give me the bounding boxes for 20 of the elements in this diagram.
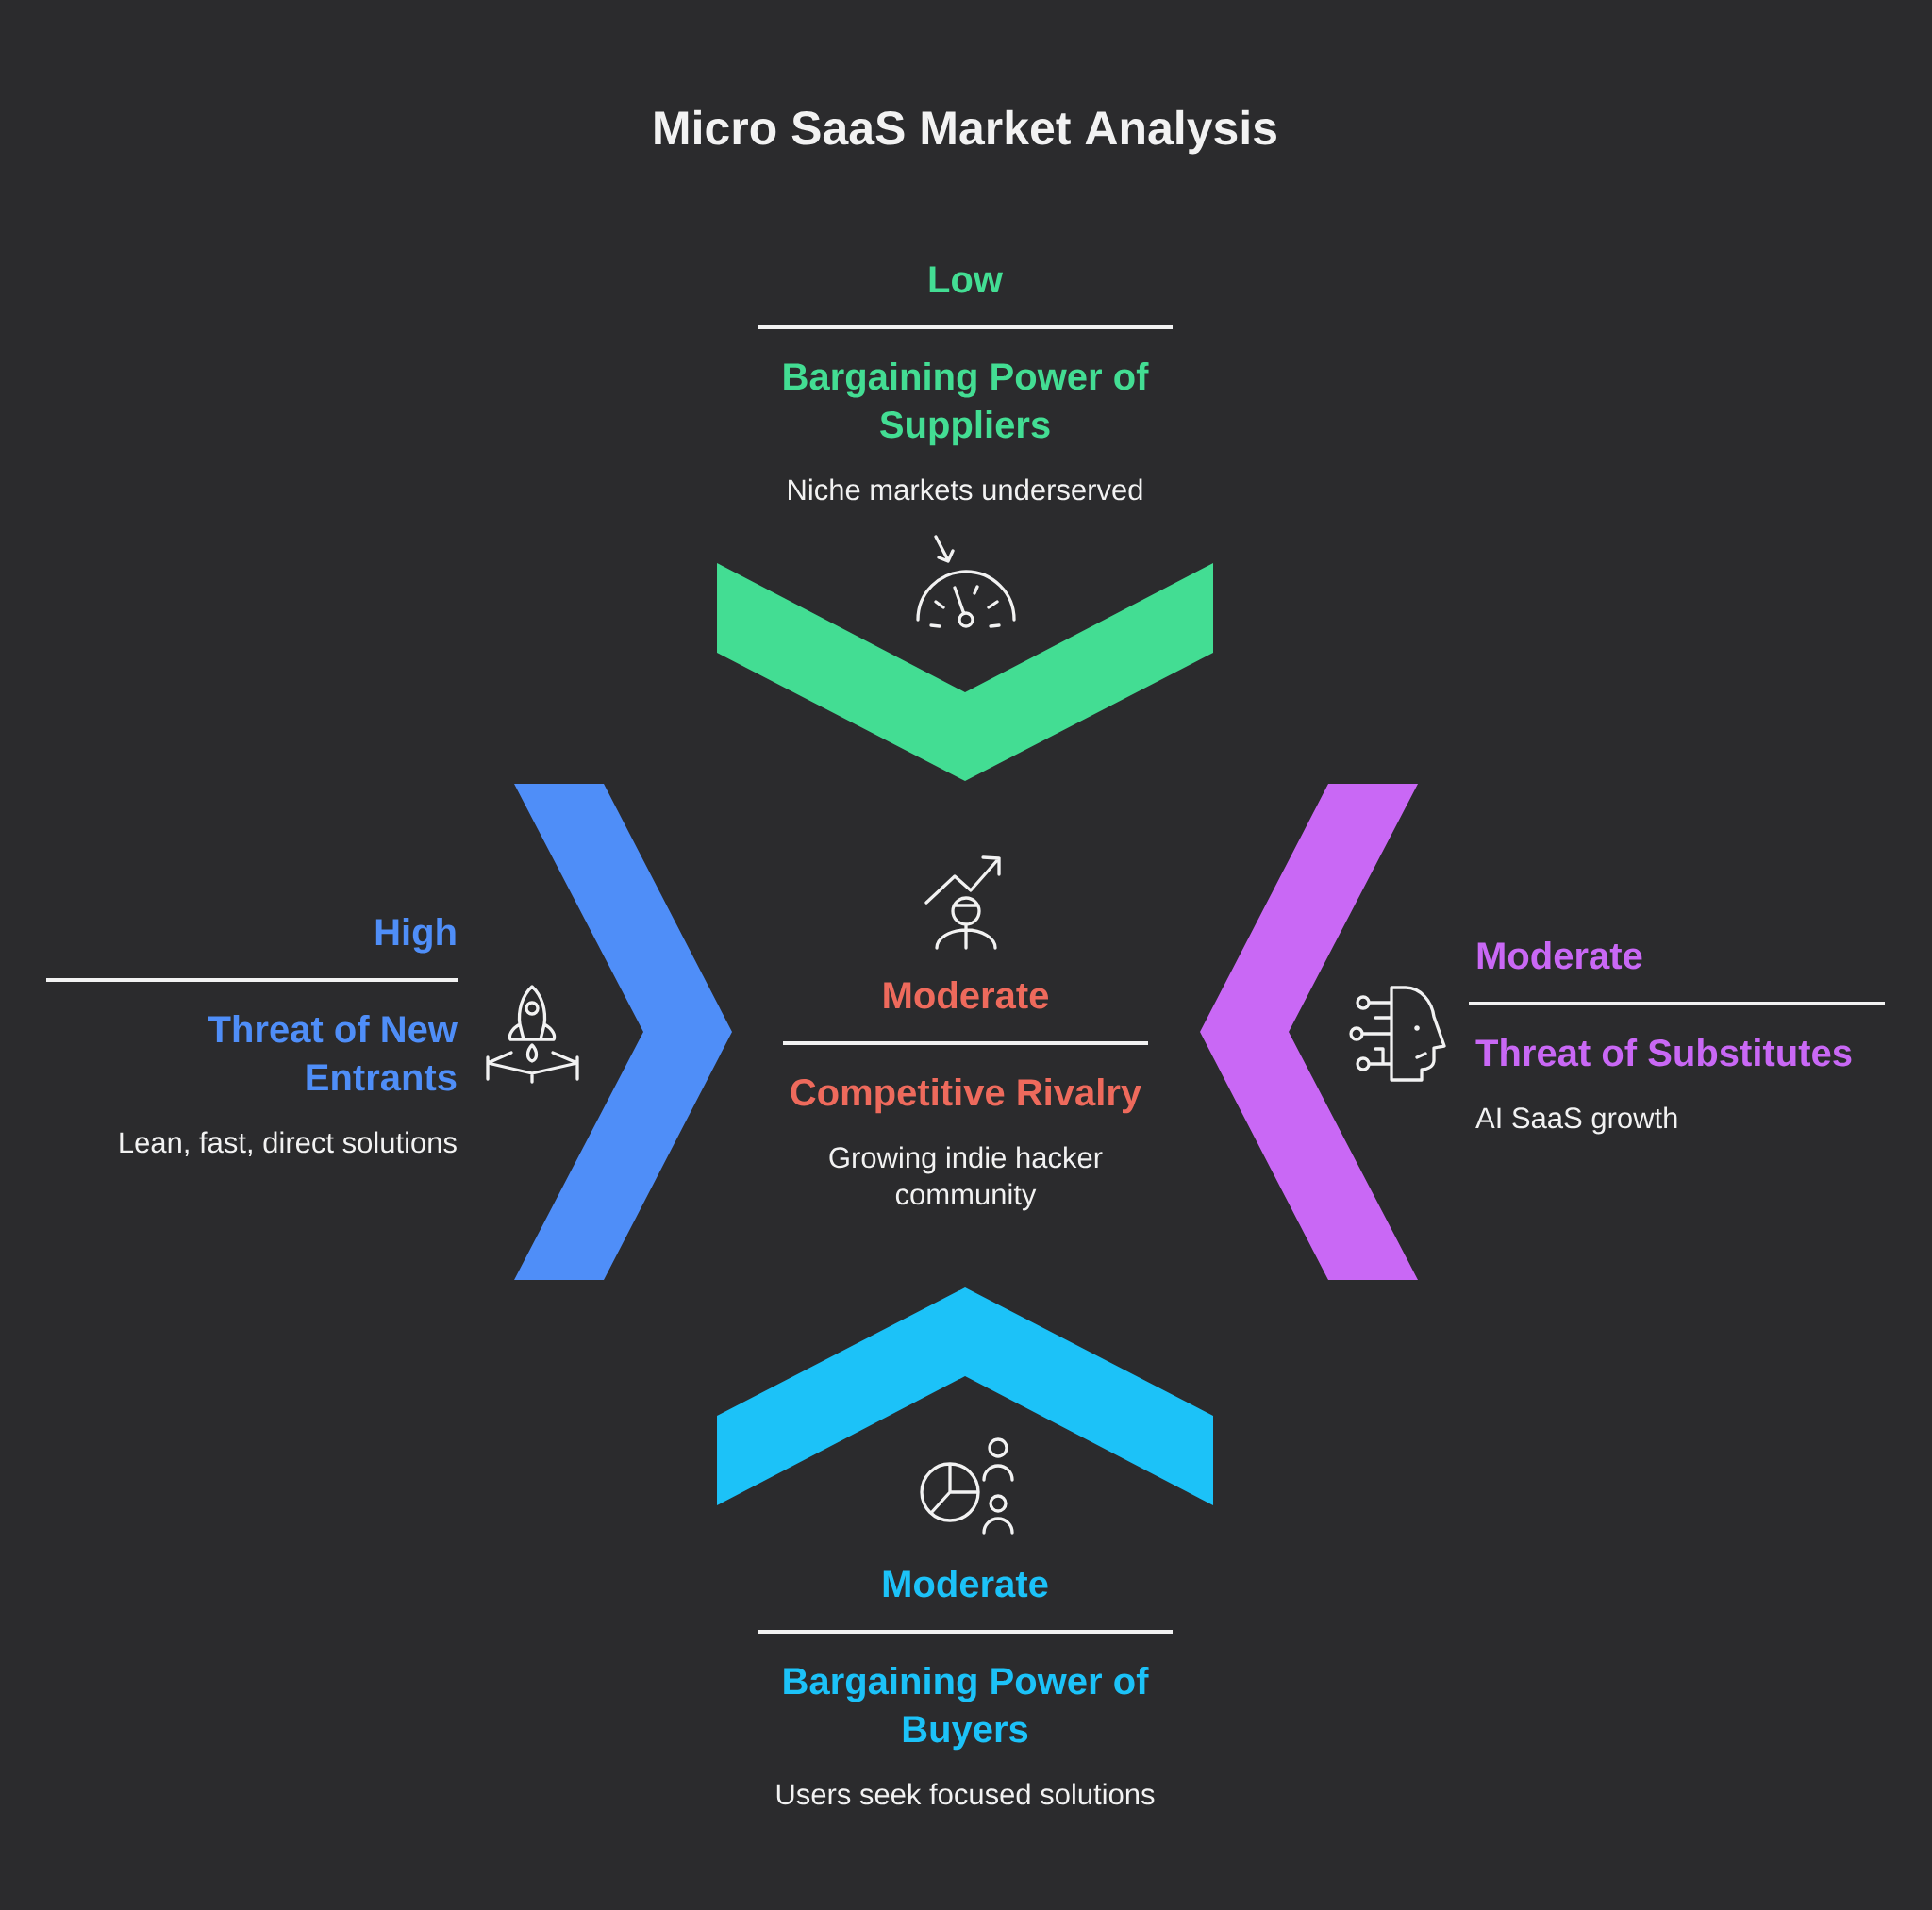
description: Lean, fast, direct solutions: [120, 1131, 457, 1156]
title: Micro SaaS Market Analysis: [655, 109, 1276, 155]
level-label: Moderate: [883, 1570, 1048, 1598]
description: AI SaaS growth: [1475, 1106, 1677, 1135]
level-label: Moderate: [1477, 941, 1642, 970]
description: Growing indie hacker community: [829, 1146, 1103, 1211]
heading: Threat of New Entrants: [208, 1015, 458, 1091]
heading: Bargaining Power of Suppliers: [784, 362, 1149, 446]
level-label: Moderate: [884, 981, 1049, 1009]
level-label: Low: [929, 266, 1004, 293]
level-label: High: [375, 918, 456, 954]
chevron-arrow: [717, 563, 1213, 781]
chevron-arrow: [717, 1287, 1213, 1505]
chevron-arrow: [1200, 784, 1418, 1280]
heading: Bargaining Power of Buyers: [784, 1667, 1149, 1751]
description: Users seek focused solutions: [776, 1783, 1155, 1805]
heading: Threat of Substitutes: [1475, 1038, 1852, 1067]
description: Niche markets underserved: [789, 478, 1142, 501]
heading: Competitive Rivalry: [791, 1078, 1141, 1114]
chevron-arrow: [514, 784, 732, 1280]
